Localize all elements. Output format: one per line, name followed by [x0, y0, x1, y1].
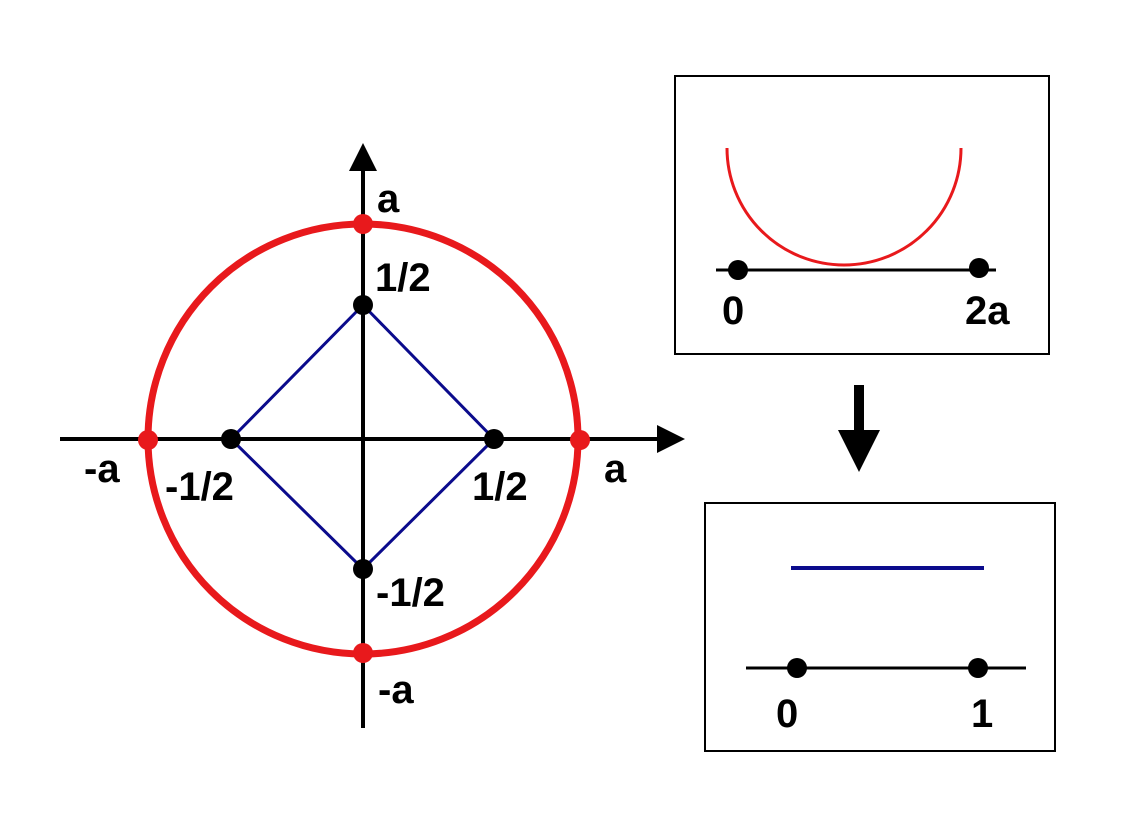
label-x-right: a [604, 447, 627, 491]
bottom-label-right: 1 [971, 692, 993, 736]
red-arc [725, 147, 963, 267]
label-diamond-bottom: -1/2 [376, 571, 445, 615]
bottom-panel-frame [704, 502, 1056, 752]
circle-point-bottom [353, 643, 373, 663]
label-diamond-top: 1/2 [375, 256, 431, 300]
circle-point-left [138, 430, 158, 450]
y-axis-arrowhead-icon [349, 143, 377, 171]
diamond-point-right [484, 429, 504, 449]
label-y-top: a [377, 177, 400, 221]
diamond-point-left [221, 429, 241, 449]
top-panel-frame [674, 75, 1050, 355]
label-x-left: -a [84, 447, 120, 491]
label-diamond-left: -1/2 [165, 465, 234, 509]
down-arrow-icon [838, 385, 880, 472]
x-axis-arrowhead-icon [657, 425, 685, 453]
top-label-left: 0 [722, 289, 744, 333]
main-plot: a 1/2 -a -1/2 1/2 a -1/2 -a [60, 143, 685, 728]
top-label-right: 2a [965, 289, 1010, 333]
bottom-label-left: 0 [776, 692, 798, 736]
top-point-left [728, 260, 748, 280]
top-point-right [969, 258, 989, 278]
circle-point-right [570, 430, 590, 450]
label-diamond-right: 1/2 [472, 465, 528, 509]
bottom-panel: 0 1 [704, 502, 1056, 752]
bottom-point-left [787, 658, 807, 678]
diamond-point-bottom [353, 559, 373, 579]
circle-point-top [353, 214, 373, 234]
label-y-bottom: -a [378, 668, 414, 712]
bottom-point-right [968, 658, 988, 678]
diamond-point-top [353, 295, 373, 315]
top-panel: 0 2a [674, 75, 1050, 355]
